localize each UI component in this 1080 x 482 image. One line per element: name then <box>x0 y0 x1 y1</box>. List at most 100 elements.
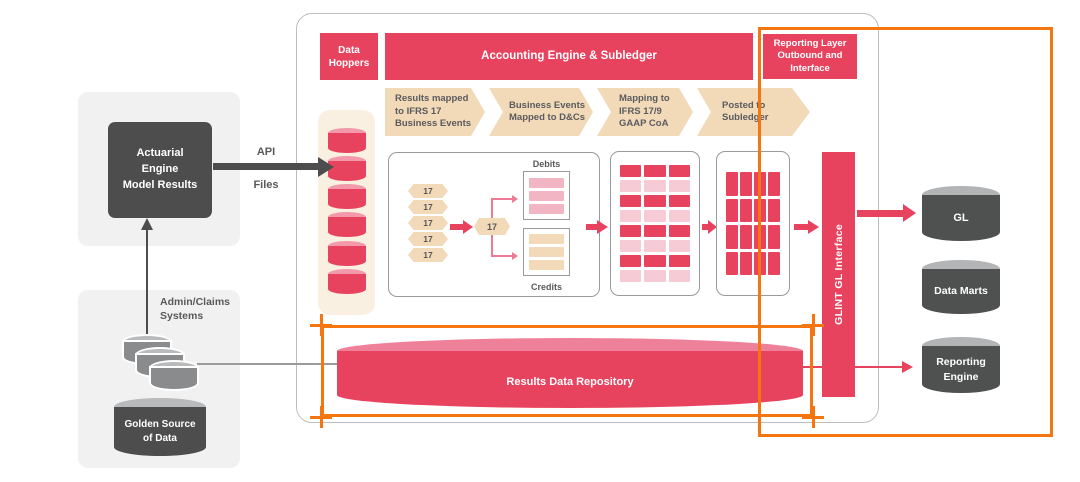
process-step-1: Results mapped to IFRS 17 Business Event… <box>385 88 485 136</box>
hopper-cylinder <box>328 128 366 153</box>
grid-cell <box>644 195 666 207</box>
data-marts-cylinder: Data Marts <box>922 260 1000 314</box>
gl-cylinder: GL <box>922 186 1000 241</box>
grid-cell <box>726 172 738 196</box>
actuarial-engine-label: Actuarial Engine Model Results <box>122 147 198 191</box>
claims-to-repository-line <box>197 363 340 365</box>
grid-cell <box>644 240 666 252</box>
ifrs17-token: 17 <box>408 232 448 246</box>
data-hoppers-header: Data Hoppers <box>320 33 378 80</box>
detail-to-mapping-arrow <box>586 224 597 230</box>
reporting-layer-label: Reporting Layer Outbound and Interface <box>773 37 847 74</box>
golden-source-cylinder: Golden Source of Data <box>114 398 206 456</box>
grid-cell <box>726 225 738 249</box>
debits-label: Debits <box>532 159 561 169</box>
claims-to-actuarial-line <box>146 229 148 343</box>
debit-connector-line <box>491 198 512 200</box>
grid-cell <box>668 165 690 177</box>
grid-cell <box>740 172 752 196</box>
ifrs17-token-single: 17 <box>474 218 510 235</box>
grid-cell <box>644 210 666 222</box>
credit-connector-line <box>491 255 512 257</box>
highlight-corner-cross <box>802 314 824 336</box>
credit-connector-arrowhead <box>512 252 518 260</box>
grid-cell <box>740 251 752 275</box>
accounting-engine-label: Accounting Engine & Subledger <box>481 50 657 63</box>
grid-cell <box>668 210 690 222</box>
glint-gl-interface-bar: GLINT GL Interface <box>822 152 855 397</box>
api-label: API <box>256 146 276 158</box>
grid-cell <box>644 225 666 237</box>
hopper-cylinder <box>328 184 366 209</box>
grid-cell <box>740 198 752 222</box>
ifrs17-token: 17 <box>408 216 448 230</box>
process-step-2: Business Events Mapped to D&Cs <box>489 88 593 136</box>
grid-cell <box>726 198 738 222</box>
grid-cell <box>668 195 690 207</box>
grid-cell <box>620 165 642 177</box>
debit-entry-bar <box>529 203 564 214</box>
detail-to-mapping-arrowhead <box>597 220 608 234</box>
highlight-corner-cross <box>310 314 332 336</box>
grid-cell <box>668 180 690 192</box>
grid-cell <box>644 165 666 177</box>
highlight-corner-cross <box>310 406 332 428</box>
grid-cell <box>620 270 642 282</box>
grid-cell <box>620 210 642 222</box>
reporting-engine-label: Reporting Engine <box>936 356 986 383</box>
hopper-cylinder <box>328 156 366 181</box>
results-data-repository: Results Data Repository <box>337 338 803 408</box>
debit-entry-bar <box>529 190 564 201</box>
grid-cell <box>768 198 780 222</box>
credit-entry-bar <box>529 247 564 257</box>
debit-connector-arrowhead <box>512 195 518 203</box>
credits-label: Credits <box>530 282 562 292</box>
grid-cell <box>726 251 738 275</box>
grid-cell <box>620 255 642 267</box>
repository-highlight-rect <box>321 325 813 417</box>
tokens-merge-arrowhead <box>463 220 473 234</box>
grid-cell <box>668 255 690 267</box>
hopper-cylinder <box>328 212 366 237</box>
grid-cell <box>768 225 780 249</box>
results-data-repository-label: Results Data Repository <box>506 376 634 389</box>
data-marts-label: Data Marts <box>934 285 988 298</box>
postings-to-glint-arrowhead <box>808 220 819 234</box>
actuarial-engine-box: Actuarial Engine Model Results <box>108 122 212 218</box>
grid-cell <box>668 240 690 252</box>
grid-cell <box>644 180 666 192</box>
coa-mapping-grid <box>610 151 700 296</box>
ifrs17-token: 17 <box>408 184 448 198</box>
ifrs17-token: 17 <box>408 248 448 262</box>
grid-cell <box>620 195 642 207</box>
highlight-corner-cross <box>802 406 824 428</box>
debit-connector-line <box>491 198 493 218</box>
grid-cell <box>620 180 642 192</box>
reporting-layer-highlight-rect <box>758 27 1053 437</box>
repository-to-reporting-arrowhead <box>902 361 913 373</box>
debits-box <box>523 171 570 220</box>
grid-cell <box>768 172 780 196</box>
grid-cell <box>620 225 642 237</box>
claims-db-cylinder <box>151 362 197 389</box>
grid-cell <box>740 225 752 249</box>
grid-cell <box>768 251 780 275</box>
postings-to-glint-arrow <box>794 224 808 230</box>
grid-cell <box>644 255 666 267</box>
grid-cell <box>668 225 690 237</box>
gl-label: GL <box>953 211 969 224</box>
golden-source-label: Golden Source of Data <box>124 419 196 444</box>
hopper-cylinder <box>328 241 366 266</box>
process-step-3: Mapping to IFRS 17/9 GAAP CoA <box>597 88 693 136</box>
admin-claims-label: Admin/Claims Systems <box>160 296 231 323</box>
credit-entry-bar <box>529 234 564 244</box>
grid-cell <box>668 270 690 282</box>
process-step-3-label: Mapping to IFRS 17/9 GAAP CoA <box>619 93 670 130</box>
credit-entry-bar <box>529 260 564 270</box>
api-files-arrowhead <box>318 157 334 177</box>
reporting-engine-cylinder: Reporting Engine <box>922 337 1000 393</box>
grid-cell <box>644 270 666 282</box>
grid-cell <box>620 240 642 252</box>
process-step-2-label: Business Events Mapped to D&Cs <box>509 99 586 123</box>
